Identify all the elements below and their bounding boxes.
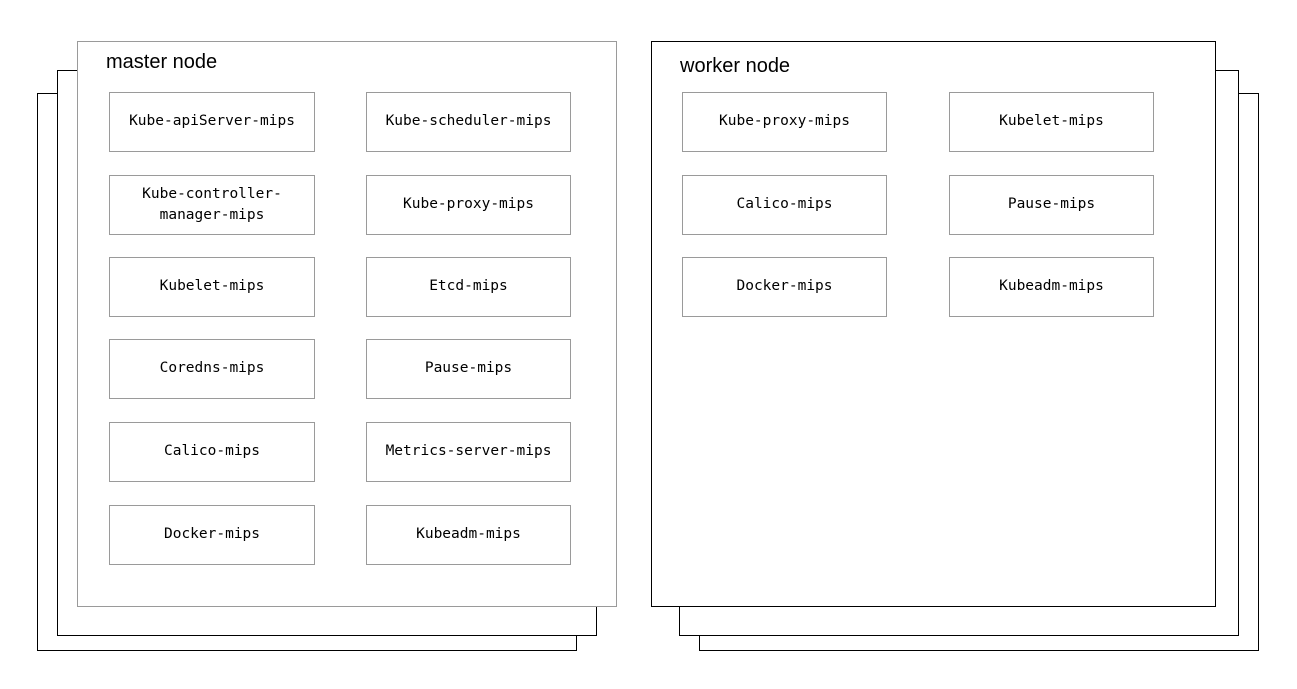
component-box-docker-mips[interactable]: Docker-mips <box>109 505 315 565</box>
component-box-kube-scheduler-mips[interactable]: Kube-scheduler-mips <box>366 92 571 152</box>
component-box-kube-controller-manager-mips[interactable]: Kube-controller-manager-mips <box>109 175 315 235</box>
master-node-title: master node <box>106 51 218 73</box>
component-box-etcd-mips[interactable]: Etcd-mips <box>366 257 571 317</box>
component-box-worker-kubelet-mips[interactable]: Kubelet-mips <box>949 92 1154 152</box>
component-box-pause-mips[interactable]: Pause-mips <box>366 339 571 399</box>
component-box-kube-proxy-mips[interactable]: Kube-proxy-mips <box>366 175 571 235</box>
component-box-kubeadm-mips[interactable]: Kubeadm-mips <box>366 505 571 565</box>
component-box-metrics-server-mips[interactable]: Metrics-server-mips <box>366 422 571 482</box>
worker-node-title: worker node <box>680 55 791 77</box>
component-box-kube-apiserver-mips[interactable]: Kube-apiServer-mips <box>109 92 315 152</box>
component-box-worker-pause-mips[interactable]: Pause-mips <box>949 175 1154 235</box>
component-box-coredns-mips[interactable]: Coredns-mips <box>109 339 315 399</box>
component-box-worker-kubeadm-mips[interactable]: Kubeadm-mips <box>949 257 1154 317</box>
component-box-worker-docker-mips[interactable]: Docker-mips <box>682 257 887 317</box>
component-box-kubelet-mips[interactable]: Kubelet-mips <box>109 257 315 317</box>
component-box-worker-kube-proxy-mips[interactable]: Kube-proxy-mips <box>682 92 887 152</box>
component-box-calico-mips[interactable]: Calico-mips <box>109 422 315 482</box>
component-box-worker-calico-mips[interactable]: Calico-mips <box>682 175 887 235</box>
